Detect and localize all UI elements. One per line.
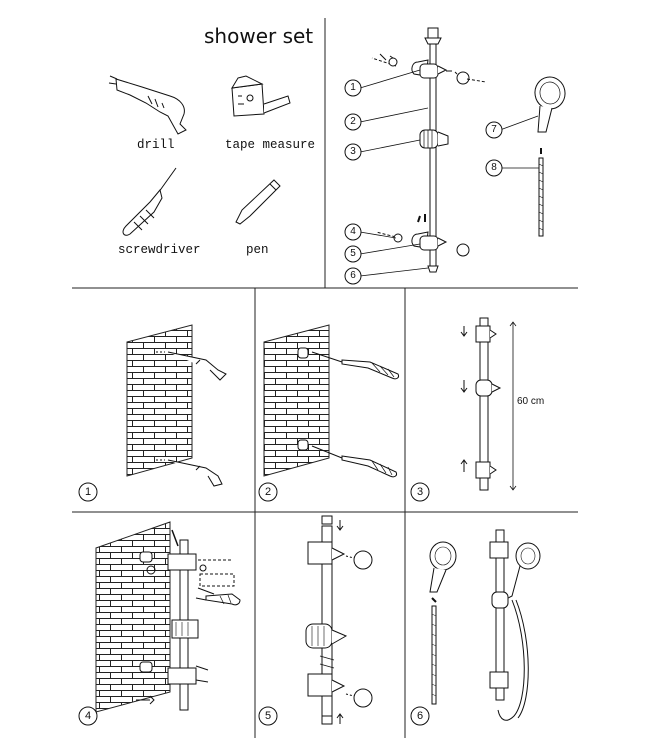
tool-label-drill: drill: [137, 138, 175, 152]
step-number: 1: [84, 486, 92, 498]
drill-icon: [108, 75, 187, 135]
part-number: 1: [350, 82, 356, 93]
parts-diagram: [359, 27, 566, 277]
step-5-drawing: [305, 515, 373, 725]
part-number: 6: [350, 270, 356, 281]
page-title: shower set: [204, 24, 314, 48]
part-number: 5: [350, 248, 356, 259]
part-number: 4: [350, 226, 356, 237]
step-number: 6: [416, 710, 424, 722]
part-number: 3: [350, 146, 356, 157]
tool-label-screwdriver: screwdriver: [118, 243, 201, 257]
part-number: 8: [491, 162, 497, 173]
panel-dividers: [72, 18, 578, 738]
tape-measure-icon: [231, 75, 291, 117]
tool-label-tape-measure: tape measure: [225, 138, 316, 152]
step-1-drawing: [126, 324, 227, 487]
step-number: 4: [84, 710, 92, 722]
pen-icon: [235, 179, 281, 225]
rail-length-label: 60 cm: [517, 396, 545, 407]
part-number: 2: [350, 116, 356, 127]
tool-label-pen: pen: [246, 243, 269, 257]
step-6-drawing: [429, 529, 541, 721]
step-4-drawing: [95, 521, 241, 713]
screwdriver-icon: [122, 167, 177, 236]
step-2-drawing: [263, 324, 399, 478]
step-3-drawing: [460, 317, 517, 491]
part-number: 7: [491, 124, 497, 135]
step-number: 5: [264, 710, 272, 722]
step-number: 3: [416, 486, 424, 498]
step-number: 2: [264, 486, 272, 498]
